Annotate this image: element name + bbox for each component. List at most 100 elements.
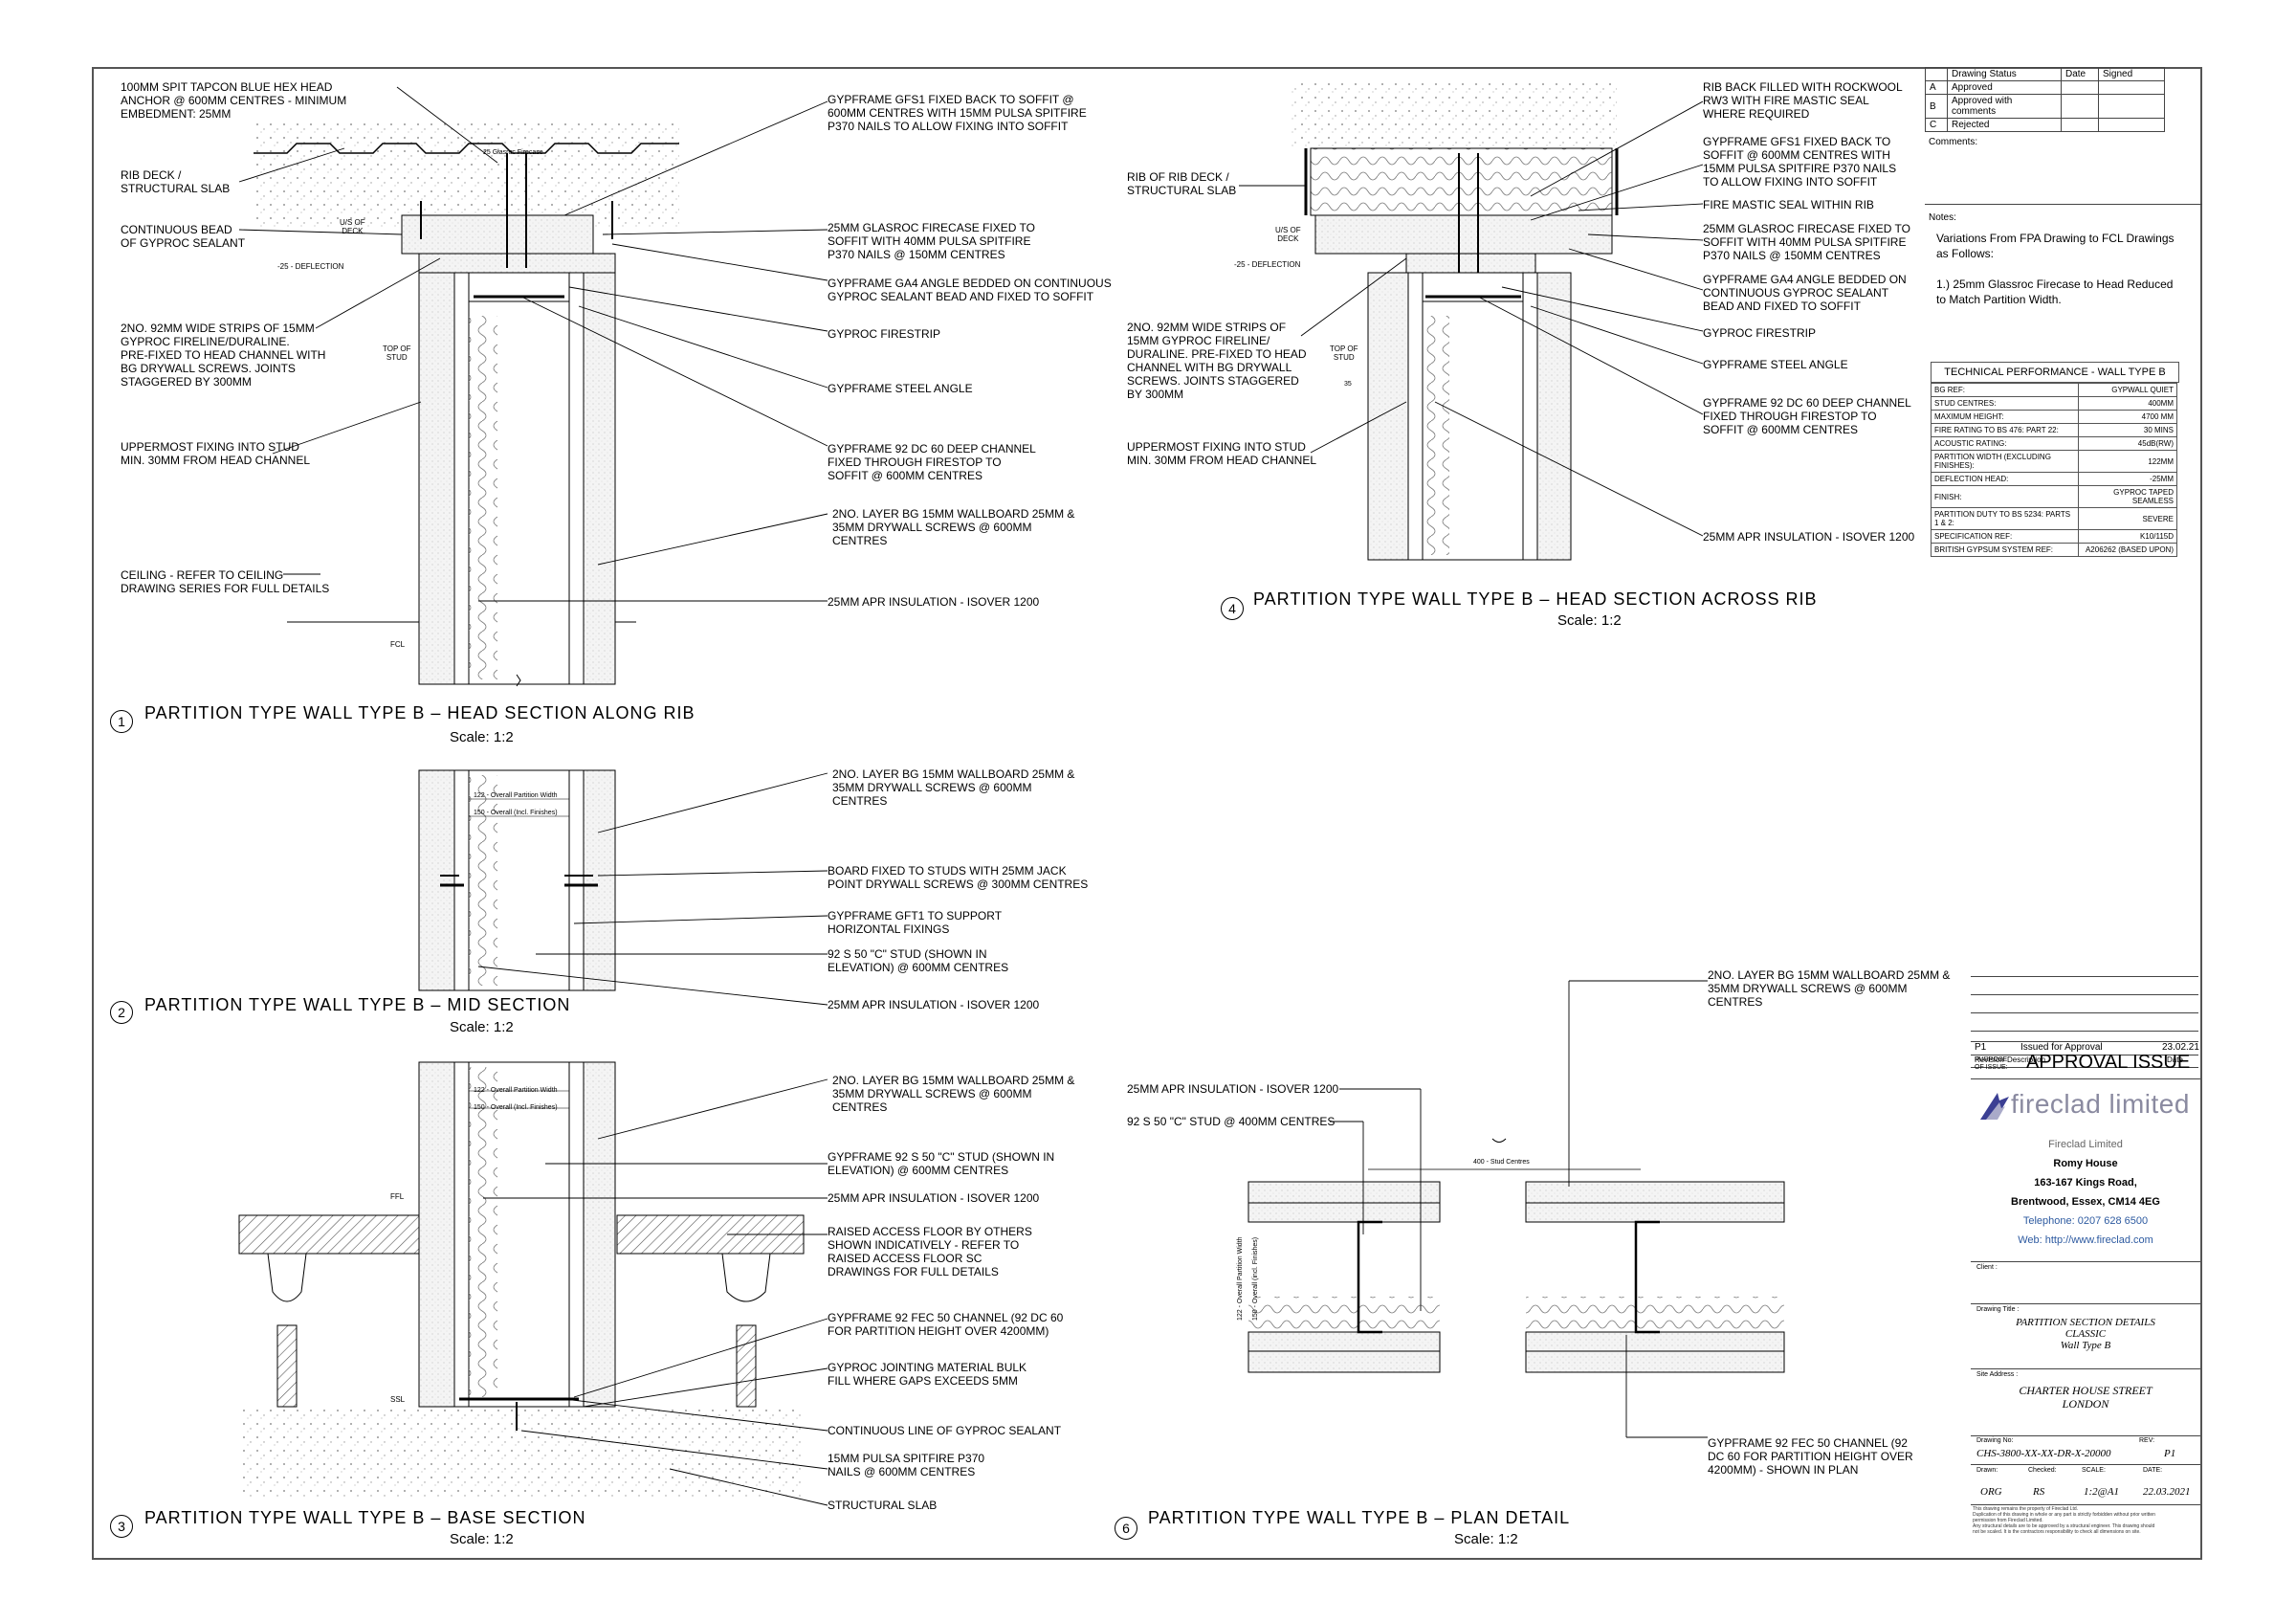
perf-row: FINISH:GYPROC TAPED SEAMLESS <box>1931 485 2178 508</box>
status-label-a: Approved <box>1947 80 2062 95</box>
site-divider <box>1971 1368 2200 1369</box>
perf-row-value: K10/115D <box>2077 529 2178 544</box>
d4-label-steel-angle: GYPFRAME STEEL ANGLE <box>1703 358 1848 371</box>
d3-dim-ssl: SSL <box>390 1395 406 1404</box>
perf-row-value: -25MM <box>2077 472 2178 486</box>
d4-dim-deflection: -25 - DEFLECTION <box>1234 260 1301 269</box>
rev-label: REV: <box>2139 1437 2155 1444</box>
detail-3-scale: Scale: 1:2 <box>450 1531 514 1547</box>
scale-value: 1:2@A1 <box>2084 1486 2120 1498</box>
site-address: CHARTER HOUSE STREET LONDON <box>1971 1384 2200 1411</box>
website-link[interactable]: Web: http://www.fireclad.com <box>2018 1234 2153 1246</box>
technical-performance-table: TECHNICAL PERFORMANCE - WALL TYPE B BG R… <box>1931 362 2179 557</box>
drawing-status-table: Drawing Status Date Signed A Approved B … <box>1925 67 2165 132</box>
rev-header-rev: Revision <box>1975 1055 2004 1064</box>
purpose-label: PURPOSE OF ISSUE: <box>1975 1056 2008 1071</box>
d4-label-uppermost: UPPERMOST FIXING INTO STUD MIN. 30MM FRO… <box>1127 440 1317 467</box>
d1-dim-deflection: -25 - DEFLECTION <box>277 262 344 271</box>
revision-number: P1 <box>2164 1448 2176 1459</box>
perf-row: PARTITION DUTY TO BS 5234: PARTS 1 & 2:S… <box>1931 507 2178 530</box>
notes-divider <box>1925 204 2202 205</box>
detail-4-number: 4 <box>1221 597 1244 620</box>
perf-row-value: GYPWALL QUIET <box>2077 383 2178 397</box>
d2-label-c-stud: 92 S 50 "C" STUD (SHOWN IN ELEVATION) @ … <box>828 947 1009 974</box>
d3-label-jointing: GYPROC JOINTING MATERIAL BULK FILL WHERE… <box>828 1361 1027 1388</box>
perf-row-label: STUD CENTRES: <box>1931 396 2079 411</box>
title-divider <box>1971 1303 2200 1304</box>
d6-label-insulation: 25MM APR INSULATION - ISOVER 1200 <box>1127 1082 1339 1096</box>
perf-row-value: 400MM <box>2077 396 2178 411</box>
perf-row-label: SPECIFICATION REF: <box>1931 529 2079 544</box>
d1-dim-firecase: 25 Glasroc Firecase <box>483 149 543 156</box>
d4-label-ga4: GYPFRAME GA4 ANGLE BEDDED ON CONTINUOUS … <box>1703 273 1907 313</box>
d2-dim-partition-width: 122 - Overall Partition Width <box>474 792 558 799</box>
perf-row-value: 30 MINS <box>2077 423 2178 437</box>
date-value: 22.03.2021 <box>2143 1486 2191 1498</box>
d1-label-uppermost: UPPERMOST FIXING INTO STUD MIN. 30MM FRO… <box>121 440 311 467</box>
detail-6-graphic <box>1247 1138 1785 1373</box>
perf-row: SPECIFICATION REF:K10/115D <box>1931 529 2178 544</box>
d3-label-wallboard: 2NO. LAYER BG 15MM WALLBOARD 25MM & 35MM… <box>832 1074 1075 1114</box>
d3-dim-ffl: FFL <box>390 1192 405 1201</box>
notes-text: Variations From FPA Drawing to FCL Drawi… <box>1936 232 2175 306</box>
d2-label-gft1: GYPFRAME GFT1 TO SUPPORT HORIZONTAL FIXI… <box>828 909 1003 936</box>
drawing-number-label: Drawing No: <box>1976 1437 2014 1444</box>
perf-row: BRITISH GYPSUM SYSTEM REF:A206262 (BASED… <box>1931 543 2178 557</box>
perf-row: PARTITION WIDTH (EXCLUDING FINISHES):122… <box>1931 450 2178 473</box>
rev-header-desc: Description <box>2007 1055 2046 1064</box>
perf-row-value: GYPROC TAPED SEAMLESS <box>2077 485 2178 508</box>
comments-label: Comments: <box>1929 137 1978 147</box>
d4-label-fireline: 2NO. 92MM WIDE STRIPS OF 15MM GYPROC FIR… <box>1127 321 1307 401</box>
address-line-1: Romy House <box>2053 1158 2118 1169</box>
drawn-value: ORG <box>1980 1486 2002 1498</box>
d4-dim-top-stud: TOP OF STUD <box>1330 344 1358 362</box>
drawing-title-line-2: CLASSIC <box>2064 1328 2107 1340</box>
perf-row-value: 122MM <box>2077 450 2178 473</box>
status-header-signed: Signed <box>2098 67 2165 81</box>
drawing-title-line-3: Wall Type B <box>2060 1340 2111 1351</box>
d1-label-sealant: CONTINUOUS BEAD OF GYPROC SEALANT <box>121 223 246 250</box>
status-code-a: A <box>1925 80 1948 95</box>
detail-2-title: PARTITION TYPE WALL TYPE B – MID SECTION <box>144 995 571 1014</box>
d4-label-rib: RIB OF RIB DECK / STRUCTURAL SLAB <box>1127 170 1237 197</box>
d6-label-c-stud: 92 S 50 "C" STUD @ 400MM CENTRES <box>1127 1115 1336 1128</box>
rev-header-date: Date <box>2167 1055 2183 1064</box>
d3-label-fec-channel: GYPFRAME 92 FEC 50 CHANNEL (92 DC 60 FOR… <box>828 1311 1064 1338</box>
rev-desc: Issued for Approval <box>2020 1042 2103 1053</box>
perf-row-label: ACOUSTIC RATING: <box>1931 436 2079 451</box>
address-line-2: 163-167 Kings Road, <box>2034 1177 2137 1189</box>
detail-1-title: PARTITION TYPE WALL TYPE B – HEAD SECTIO… <box>144 703 695 722</box>
purpose-value: APPROVAL ISSUE <box>2026 1052 2191 1073</box>
fireclad-logo: fireclad limited <box>1976 1085 2204 1127</box>
d1-label-wallboard: 2NO. LAYER BG 15MM WALLBOARD 25MM & 35MM… <box>832 507 1075 547</box>
rev-date: 23.02.21 <box>2162 1042 2199 1053</box>
drawing-number: CHS-3800-XX-XX-DR-X-20000 <box>1976 1448 2111 1459</box>
d6-label-fec-channel: GYPFRAME 92 FEC 50 CHANNEL (92 DC 60 FOR… <box>1708 1436 1913 1477</box>
status-label-b: Approved with comments <box>1947 94 2062 119</box>
disclaimer-divider <box>1971 1504 2200 1505</box>
detail-1-scale: Scale: 1:2 <box>450 729 514 745</box>
d1-label-deep-channel: GYPFRAME 92 DC 60 DEEP CHANNEL FIXED THR… <box>828 442 1036 482</box>
d4-label-insulation: 25MM APR INSULATION - ISOVER 1200 <box>1703 530 1915 544</box>
d1-label-firecase: 25MM GLASROC FIRECASE FIXED TO SOFFIT WI… <box>828 221 1035 261</box>
revision-block: P1 Issued for Approval 23.02.21 Revision… <box>1971 976 2199 1068</box>
site-address-line-2: LONDON <box>2062 1397 2109 1411</box>
d1-label-ceiling: CEILING - REFER TO CEILING DRAWING SERIE… <box>121 568 330 595</box>
d4-label-rockwool: RIB BACK FILLED WITH ROCKWOOL RW3 WITH F… <box>1703 80 1903 121</box>
scale-label: SCALE: <box>2082 1467 2106 1474</box>
perf-row-value: SEVERE <box>2077 507 2178 530</box>
perf-row-label: PARTITION WIDTH (EXCLUDING FINISHES): <box>1931 450 2079 473</box>
detail-4-title: PARTITION TYPE WALL TYPE B – HEAD SECTIO… <box>1253 589 1818 609</box>
perf-title: TECHNICAL PERFORMANCE - WALL TYPE B <box>1931 362 2179 383</box>
d6-dim-partition-width: 122 - Overall Partition Width <box>1237 1236 1244 1321</box>
drawing-title-label: Drawing Title : <box>1976 1306 2020 1313</box>
d3-label-access-floor: RAISED ACCESS FLOOR BY OTHERS SHOWN INDI… <box>828 1225 1032 1278</box>
d1-dim-top-stud: TOP OF STUD <box>383 344 411 362</box>
logo-text: fireclad limited <box>2011 1089 2190 1119</box>
site-address-line-1: CHARTER HOUSE STREET <box>2019 1384 2152 1397</box>
status-header-status: Drawing Status <box>1947 67 2062 81</box>
drawing-title-line-1: PARTITION SECTION DETAILS <box>2016 1317 2155 1328</box>
fireclad-logo-icon <box>1980 1093 2009 1120</box>
leader-lines <box>238 86 1708 1506</box>
disclaimer: This drawing remains the property of Fir… <box>1973 1506 2155 1535</box>
